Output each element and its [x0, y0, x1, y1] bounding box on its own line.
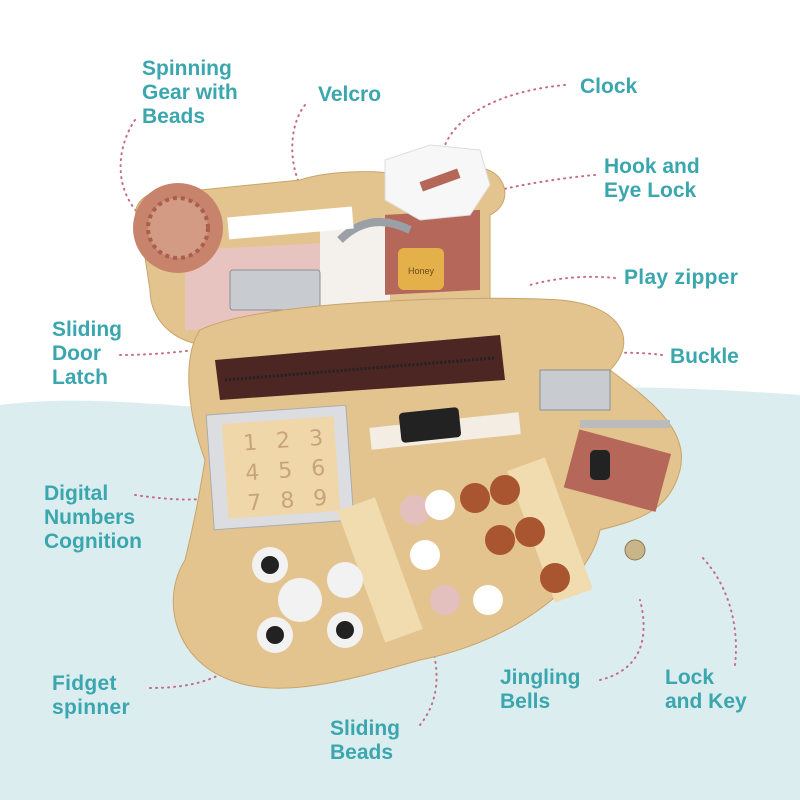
label-lock-and-key: Lock and Key: [665, 666, 747, 713]
label-buckle: Buckle: [670, 345, 739, 368]
lock-and-key: [539, 369, 672, 561]
honey-tag: Honey: [408, 266, 435, 276]
tile-4: 4: [245, 460, 261, 486]
tile-2: 2: [275, 428, 291, 454]
label-digital-numbers: Digital Numbers Cognition: [44, 482, 142, 553]
clock: [384, 144, 491, 221]
label-play-zipper: Play zipper: [624, 266, 739, 289]
label-fidget-spinner: Fidget spinner: [52, 672, 130, 719]
lower-board: 1 2 3 4 5 6 7 8 9: [172, 297, 682, 689]
tile-3: 3: [308, 426, 324, 452]
label-spinning-gear: Spinning Gear with Beads: [142, 57, 238, 128]
tile-6: 6: [310, 456, 326, 482]
label-clock: Clock: [580, 75, 638, 98]
label-jingling-bells: Jingling Bells: [500, 666, 581, 713]
label-sliding-door-latch: Sliding Door Latch: [52, 318, 122, 389]
fidget-spinner: [252, 547, 363, 653]
leader-lines: [119, 84, 737, 726]
tile-1: 1: [242, 431, 258, 457]
label-velcro: Velcro: [318, 83, 382, 106]
tile-7: 7: [247, 490, 263, 516]
number-tiles: 1 2 3 4 5 6 7 8 9: [205, 404, 355, 531]
tile-5: 5: [277, 458, 293, 484]
tile-9: 9: [312, 486, 328, 512]
tile-8: 8: [280, 488, 296, 514]
spinning-gear: [133, 183, 223, 273]
label-sliding-beads: Sliding Beads: [330, 717, 400, 764]
abacus: [337, 457, 593, 643]
label-hook-eye-lock: Hook and Eye Lock: [604, 155, 700, 202]
